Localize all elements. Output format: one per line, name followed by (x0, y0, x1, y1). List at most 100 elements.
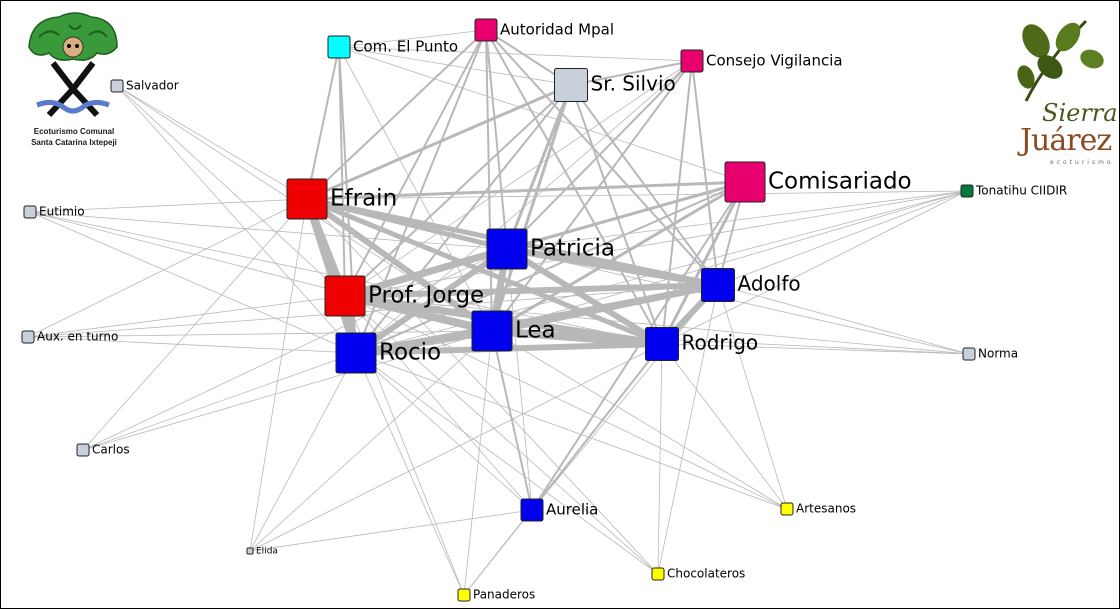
node-box-lea[interactable] (471, 310, 513, 352)
edge-tonatihu-rocio (355, 190, 968, 354)
edge-salvador-jorge (116, 85, 346, 297)
edge-comisariado-jorge (344, 181, 746, 297)
node-box-aurelia[interactable] (520, 498, 544, 522)
edge-consejo-punto (338, 46, 693, 62)
edge-norma-patricia (506, 248, 970, 355)
node-box-chocolateros[interactable] (651, 567, 665, 581)
edge-panaderos-rocio (355, 352, 465, 596)
node-box-consejo[interactable] (680, 49, 704, 73)
edge-tonatihu-efrain (306, 190, 968, 200)
node-box-patricia[interactable] (486, 228, 528, 270)
node-elida[interactable]: Elida (246, 547, 278, 557)
node-box-jorge[interactable] (324, 275, 366, 317)
edge-silvio-consejo (570, 60, 693, 86)
edge-punto-lea (338, 46, 493, 332)
node-label-lea: Lea (515, 318, 556, 344)
edge-autoridad-lea (485, 29, 493, 332)
edge-eutimio-efrain (29, 198, 308, 213)
logo-caption-line2: Santa Catarina Ixtepeji (31, 138, 117, 147)
edge-salvador-rocio (116, 85, 357, 354)
node-box-elida[interactable] (246, 547, 254, 555)
edge-silvio-rocio (355, 84, 572, 354)
edge-artesanos-adolfo (717, 284, 788, 510)
node-box-panaderos[interactable] (457, 588, 471, 602)
node-carlos[interactable]: Carlos (76, 443, 130, 457)
edge-chocolateros-efrain (306, 198, 659, 575)
node-box-efrain[interactable] (286, 178, 328, 220)
node-comisariado[interactable]: Comisariado (724, 161, 912, 203)
edge-elida-rocio (249, 352, 357, 552)
node-box-autoridad[interactable] (474, 18, 498, 42)
edge-consejo-rodrigo (661, 60, 693, 345)
edge-consejo-patricia (506, 60, 693, 250)
node-punto[interactable]: Com. El Punto (327, 35, 458, 59)
edge-tonatihu-jorge (344, 190, 968, 297)
edge-elida-efrain (249, 198, 308, 552)
node-efrain[interactable]: Efrain (286, 178, 397, 220)
edge-eutimio-rocio (29, 211, 357, 354)
edge-artesanos-lea (491, 330, 788, 510)
node-box-comisariado[interactable] (724, 161, 766, 203)
edge-eutimio-lea (29, 211, 493, 332)
node-label-efrain: Efrain (330, 186, 397, 212)
node-tonatihu[interactable]: Tonatihu CIIDIR (960, 184, 1067, 198)
node-label-autoridad: Autoridad Mpal (500, 21, 614, 39)
edge-panaderos-efrain (306, 198, 465, 596)
edge-chocolateros-rodrigo (657, 343, 663, 575)
edge-artesanos-jorge (344, 295, 788, 510)
edge-carlos-efrain (82, 198, 308, 451)
edge-artesanos-rocio (355, 352, 788, 510)
edge-consejo-lea (491, 60, 693, 332)
node-box-salvador[interactable] (110, 79, 124, 93)
node-panaderos[interactable]: Panaderos (457, 588, 535, 602)
edge-silvio-rodrigo (570, 84, 663, 345)
node-adolfo[interactable]: Adolfo (701, 268, 801, 302)
node-label-rodrigo: Rodrigo (682, 331, 759, 355)
node-consejo[interactable]: Consejo Vigilancia (680, 49, 843, 73)
node-label-punto: Com. El Punto (353, 38, 458, 56)
edge-comisariado-rodrigo (660, 180, 747, 346)
node-box-rodrigo[interactable] (645, 327, 679, 361)
ecoturismo-comunal-logo: Ecoturismo Comunal Santa Catarina Ixtepe… (9, 7, 139, 157)
edge-autoridad-jorge (344, 29, 487, 297)
node-label-carlos: Carlos (92, 443, 130, 457)
node-aux[interactable]: Aux. en turno (21, 330, 118, 344)
node-lea[interactable]: Lea (471, 310, 556, 352)
edge-comisariado-rocio (355, 181, 746, 354)
node-norma[interactable]: Norma (962, 347, 1018, 361)
node-box-rocio[interactable] (335, 332, 377, 374)
node-rocio[interactable]: Rocio (335, 332, 441, 374)
node-label-jorge: Prof. Jorge (368, 283, 484, 309)
edge-aux-jorge (27, 295, 346, 338)
node-jorge[interactable]: Prof. Jorge (324, 275, 484, 317)
node-artesanos[interactable]: Artesanos (780, 502, 856, 516)
node-label-eutimio: Eutimio (39, 205, 85, 219)
edge-comisariado-aurelia (531, 181, 746, 511)
node-box-carlos[interactable] (76, 443, 90, 457)
leaf-sprig-icon (1017, 19, 1104, 102)
node-box-tonatihu[interactable] (960, 184, 974, 198)
node-box-adolfo[interactable] (701, 268, 735, 302)
edge-silvio-lea (490, 83, 573, 333)
edge-norma-jorge (344, 295, 970, 355)
node-salvador[interactable]: Salvador (110, 79, 179, 93)
edge-aux-rocio (27, 336, 357, 354)
node-rodrigo[interactable]: Rodrigo (645, 327, 759, 361)
edge-artesanos-rodrigo (661, 343, 788, 510)
node-eutimio[interactable]: Eutimio (23, 205, 85, 219)
node-autoridad[interactable]: Autoridad Mpal (474, 18, 614, 42)
node-patricia[interactable]: Patricia (486, 228, 615, 270)
node-box-norma[interactable] (962, 347, 976, 361)
node-box-silvio[interactable] (554, 68, 588, 102)
node-silvio[interactable]: Sr. Silvio (554, 68, 676, 102)
node-box-eutimio[interactable] (23, 205, 37, 219)
node-box-aux[interactable] (21, 330, 35, 344)
node-chocolateros[interactable]: Chocolateros (651, 567, 745, 581)
node-box-artesanos[interactable] (780, 502, 794, 516)
edge-autoridad-adolfo (485, 29, 719, 286)
node-aurelia[interactable]: Aurelia (520, 498, 598, 522)
node-box-punto[interactable] (327, 35, 351, 59)
logo-word-sierra: Sierra (1042, 99, 1118, 127)
